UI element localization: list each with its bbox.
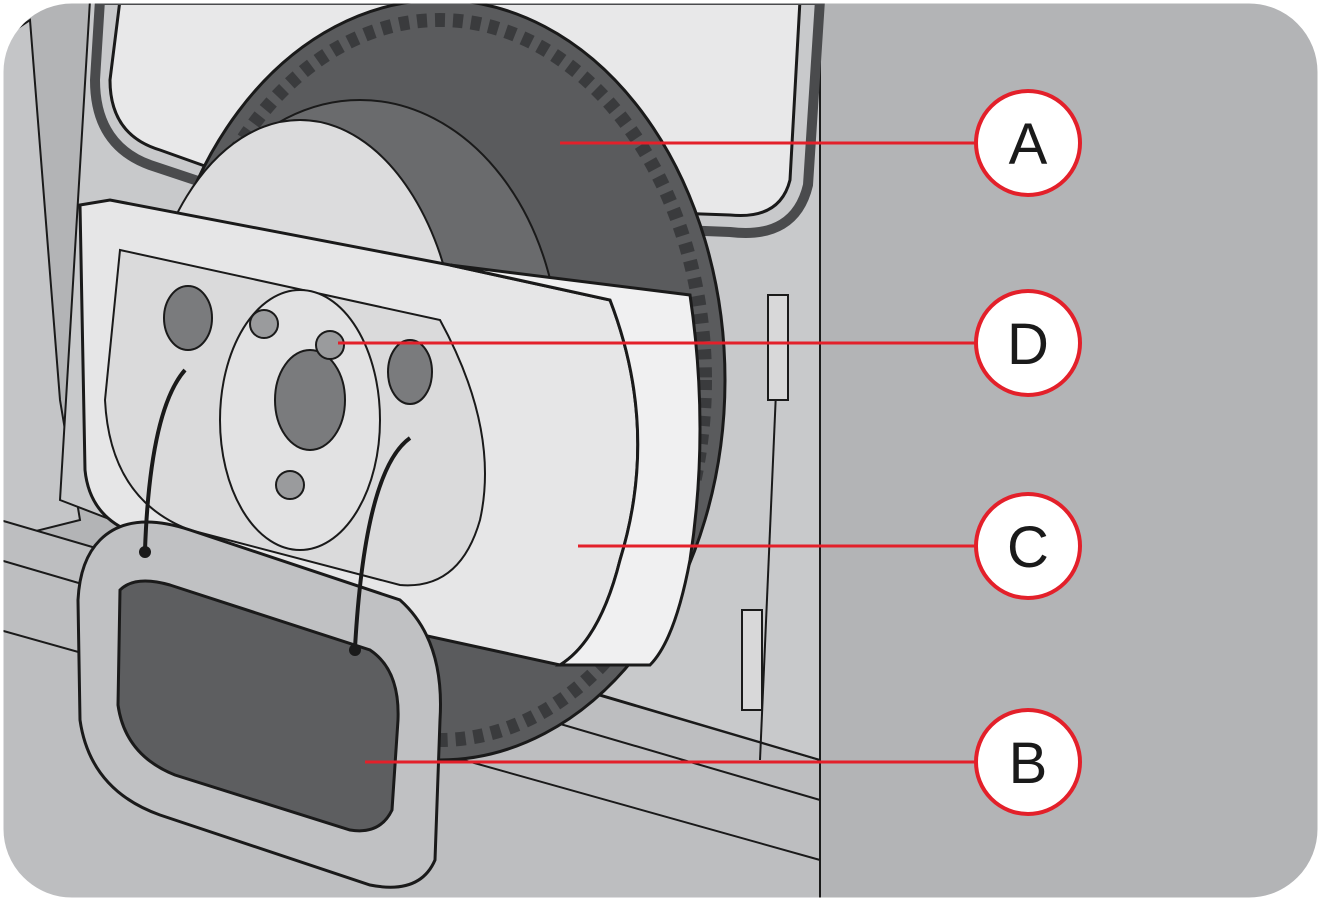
wheel-nut-3 [275, 470, 305, 500]
callout-c: C [578, 492, 1082, 600]
tether-anchor-right [349, 644, 361, 656]
callout-a: A [560, 89, 1082, 197]
wheel-hub-centre [274, 349, 346, 451]
access-panel-window [116, 579, 400, 833]
tether-right [353, 436, 412, 649]
stud-hole-right [387, 339, 433, 405]
callout-d: D [338, 289, 1082, 397]
wheel-nut-2 [315, 330, 345, 360]
hinge-lower [741, 609, 763, 711]
callout-b-label: B [1009, 731, 1048, 796]
tether-left [143, 368, 187, 551]
callout-a-circle [974, 89, 1082, 197]
callout-c-circle [974, 492, 1082, 600]
callout-b-circle [974, 708, 1082, 816]
stud-hole-left [163, 285, 213, 351]
wheel-nut-1 [249, 309, 279, 339]
callout-c-label: C [1007, 515, 1049, 580]
callout-d-circle [974, 289, 1082, 397]
callout-d-label: D [1007, 312, 1049, 377]
callout-b: B [365, 708, 1082, 816]
hinge-upper [767, 294, 789, 401]
tether-anchor-left [139, 546, 151, 558]
callout-a-label: A [1009, 112, 1048, 177]
wheel-cover-rim [449, 263, 702, 667]
